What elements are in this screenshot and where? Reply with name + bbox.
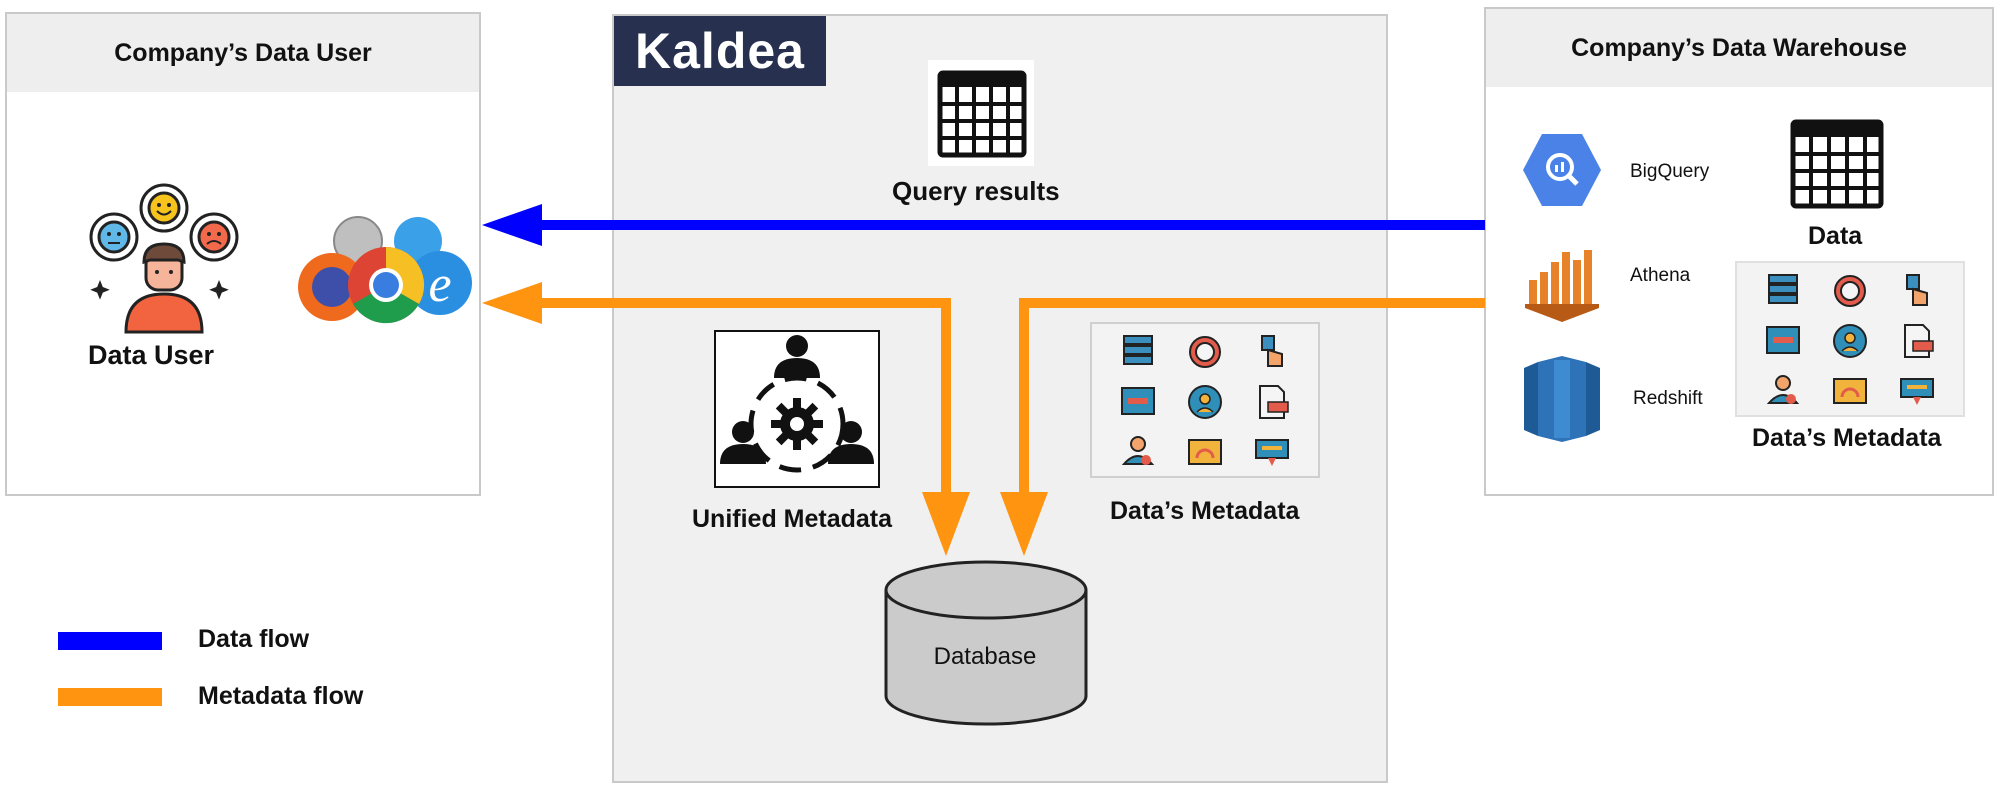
metadata-flow-to-user (540, 298, 951, 500)
center-metadata-label: Data’s Metadata (1110, 497, 1300, 525)
data-user-icon (86, 182, 242, 334)
query-results-table-icon (928, 60, 1034, 166)
athena-icon (1523, 248, 1601, 322)
unified-metadata-icon (714, 330, 880, 488)
legend-metadata-flow-swatch (58, 688, 162, 706)
warehouse-data-label: Data (1808, 222, 1863, 250)
data-flow-arrowhead (482, 204, 542, 246)
legend-data-flow-swatch (58, 632, 162, 650)
data-user-label: Data User (88, 340, 215, 370)
query-results-label: Query results (892, 176, 1060, 206)
warehouse-data-table-icon (1790, 117, 1884, 211)
kaldea-brand: Kaldea (635, 23, 805, 79)
database-cylinder (883, 560, 1089, 728)
database-label: Database (933, 643, 1037, 670)
metadata-flow-to-db-arrowhead-left (922, 492, 970, 556)
bigquery-icon (1522, 132, 1602, 208)
legend-data-flow-label: Data flow (198, 625, 310, 653)
center-metadata-icons (1090, 322, 1320, 478)
browser-icons: e (298, 215, 474, 327)
unified-metadata-label: Unified Metadata (692, 505, 893, 533)
data-user-panel-title: Company’s Data User (7, 14, 479, 92)
redshift-label: Redshift (1633, 388, 1703, 409)
metadata-flow-to-db-arrowhead-right (1000, 492, 1048, 556)
warehouse-metadata-label: Data’s Metadata (1752, 424, 1942, 452)
svg-text:e: e (428, 256, 451, 313)
data-warehouse-panel-title: Company’s Data Warehouse (1486, 9, 1992, 87)
kaldea-logo: Kaldea (614, 16, 826, 86)
metadata-flow-from-warehouse (1019, 298, 1485, 500)
redshift-icon (1524, 356, 1600, 442)
bigquery-label: BigQuery (1630, 161, 1710, 182)
athena-label: Athena (1630, 265, 1691, 286)
warehouse-metadata-icons (1735, 261, 1965, 417)
metadata-flow-to-user-arrowhead (482, 282, 542, 324)
legend-metadata-flow-label: Metadata flow (198, 682, 364, 710)
